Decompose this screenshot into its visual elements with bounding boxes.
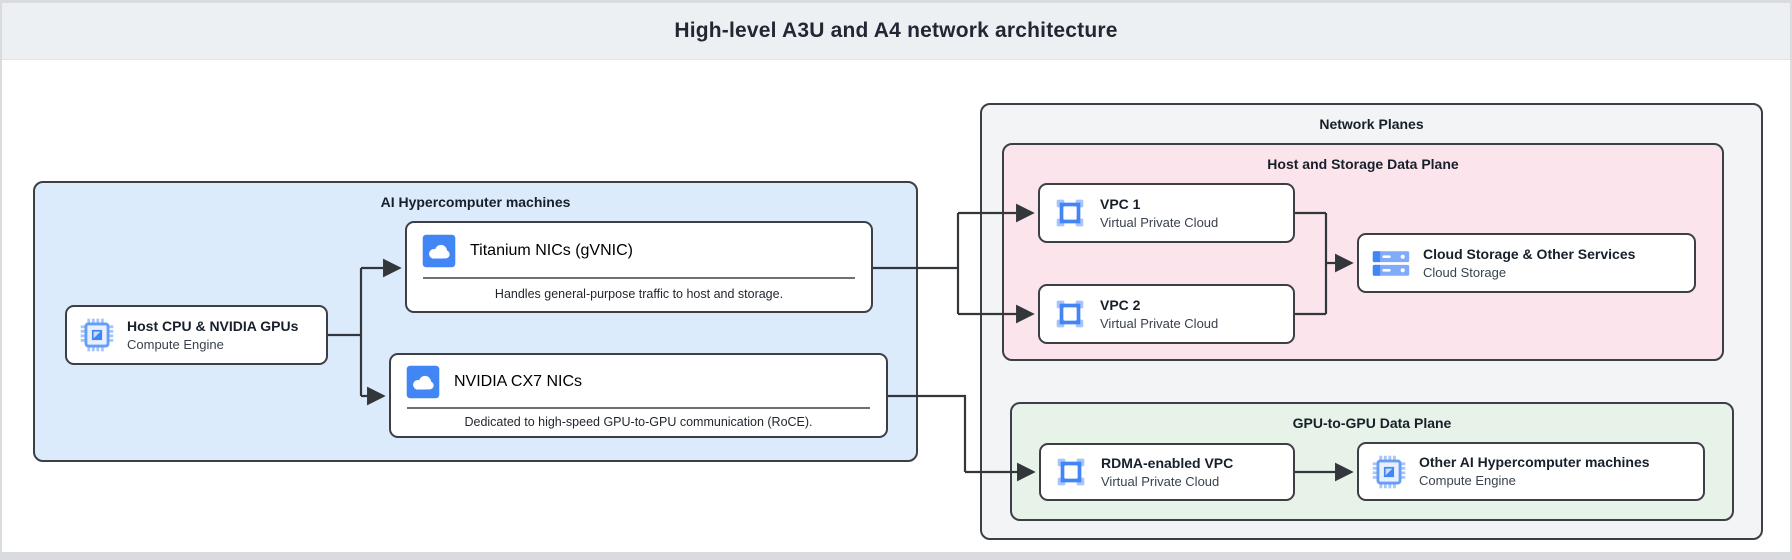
vpc-icon: [1056, 300, 1084, 328]
vpc-icon: [1057, 458, 1085, 486]
title-bar: High-level A3U and A4 network architectu…: [2, 3, 1790, 60]
host-storage-plane-label: Host and Storage Data Plane: [1267, 156, 1459, 172]
cloud-storage-title: Cloud Storage & Other Services: [1423, 245, 1636, 262]
cloud-nic-icon: [422, 234, 456, 268]
vpc2-title: VPC 2: [1100, 296, 1141, 313]
vpc1-title: VPC 1: [1100, 195, 1141, 212]
other-hypercomputer-title: Other AI Hypercomputer machines: [1419, 454, 1650, 471]
page-title: High-level A3U and A4 network architectu…: [674, 19, 1118, 42]
cloud-storage-node: Cloud Storage & Other Services Cloud Sto…: [1357, 233, 1696, 293]
nvidia-cx7-divider: [407, 407, 870, 409]
gpu-plane-label: GPU-to-GPU Data Plane: [1292, 415, 1452, 431]
titanium-nics-node: Titanium NICs (gVNIC) Handles general-pu…: [405, 221, 873, 313]
titanium-divider: [423, 277, 855, 279]
vpc1-subtitle: Virtual Private Cloud: [1100, 214, 1219, 230]
nvidia-cx7-description: Dedicated to high-speed GPU-to-GPU commu…: [464, 414, 813, 429]
cloud-nic-icon: [406, 365, 440, 399]
network-planes-label: Network Planes: [1319, 116, 1424, 132]
vpc-icon: [1056, 199, 1084, 227]
host-cpu-subtitle: Compute Engine: [127, 336, 224, 352]
other-hypercomputer-node: Other AI Hypercomputer machines Compute …: [1357, 442, 1705, 501]
titanium-description: Handles general-purpose traffic to host …: [494, 287, 784, 301]
cloud-storage-icon: [1372, 250, 1410, 276]
cloud-storage-subtitle: Cloud Storage: [1423, 264, 1507, 280]
vpc1-node: VPC 1 Virtual Private Cloud: [1038, 183, 1295, 243]
nvidia-cx7-nics-node: NVIDIA CX7 NICs Dedicated to high-speed …: [389, 353, 888, 438]
host-cpu-title: Host CPU & NVIDIA GPUs: [127, 317, 299, 334]
rdma-vpc-title: RDMA-enabled VPC: [1101, 454, 1234, 471]
other-hypercomputer-subtitle: Compute Engine: [1419, 473, 1516, 489]
nvidia-cx7-title: NVIDIA CX7 NICs: [454, 373, 583, 390]
host-cpu-node: Host CPU & NVIDIA GPUs Compute Engine: [65, 305, 328, 365]
rdma-vpc-subtitle: Virtual Private Cloud: [1101, 473, 1220, 489]
compute-engine-chip-icon: [1372, 455, 1406, 488]
hypercomputer-label: AI Hypercomputer machines: [380, 194, 571, 210]
vpc2-node: VPC 2 Virtual Private Cloud: [1038, 284, 1295, 344]
vpc2-subtitle: Virtual Private Cloud: [1100, 315, 1219, 331]
rdma-vpc-node: RDMA-enabled VPC Virtual Private Cloud: [1039, 443, 1295, 501]
titanium-nics-title: Titanium NICs (gVNIC): [470, 242, 633, 259]
compute-engine-chip-icon: [80, 318, 114, 352]
